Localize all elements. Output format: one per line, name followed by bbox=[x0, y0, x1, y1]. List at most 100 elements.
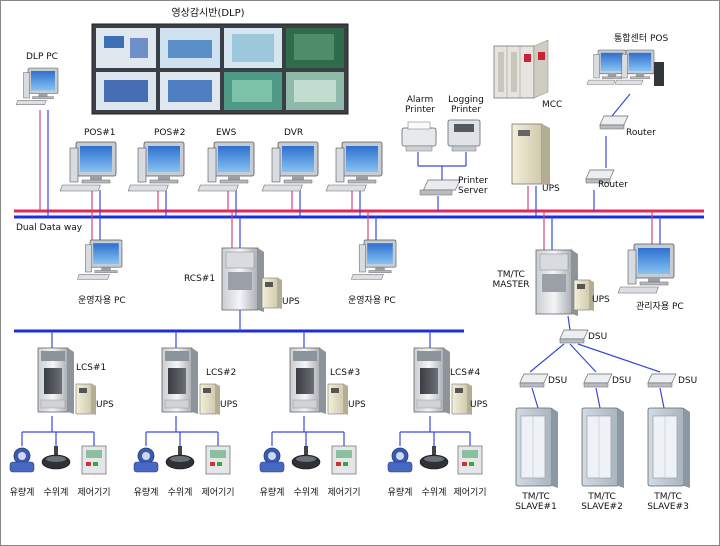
printer-server bbox=[419, 179, 461, 196]
controller-icon bbox=[457, 445, 483, 475]
dsu-master-label: DSU bbox=[588, 332, 608, 342]
flowmeter-label: 유량계 bbox=[133, 488, 159, 498]
lcs1-cabinet bbox=[37, 347, 75, 415]
dsu-master bbox=[559, 329, 589, 344]
lcs3-cabinet bbox=[289, 347, 327, 415]
flowmeter-icon bbox=[133, 447, 159, 473]
operator-pc-2 bbox=[350, 239, 397, 280]
router-1 bbox=[599, 115, 629, 130]
levelmeter-label: 수위계 bbox=[293, 488, 319, 498]
lcs4-ups-label: UPS bbox=[470, 400, 488, 410]
admin-pc bbox=[617, 243, 675, 294]
operator-pc-1-label: 운영자용 PC bbox=[78, 296, 126, 306]
logging-printer-label: Logging Printer bbox=[448, 95, 484, 115]
levelmeter-label: 수위계 bbox=[43, 488, 69, 498]
router-2-label: Router bbox=[598, 180, 628, 190]
slave-2-label: TM/TC SLAVE#2 bbox=[581, 492, 623, 512]
lcs3-ups bbox=[327, 383, 349, 416]
pos1-pc bbox=[59, 141, 117, 192]
controller-label: 제어기기 bbox=[453, 488, 487, 498]
pos2-label: POS#2 bbox=[154, 128, 186, 138]
mcc-panel bbox=[493, 39, 549, 99]
lcs3-label: LCS#3 bbox=[330, 368, 361, 378]
dvr-label: DVR bbox=[284, 128, 304, 138]
rcs1-ups bbox=[261, 277, 283, 310]
alarm-printer-label: Alarm Printer bbox=[405, 95, 435, 115]
tmtc-master-cabinet bbox=[535, 249, 578, 316]
integrated-pos-label: 통합센터 POS bbox=[614, 34, 669, 44]
pos1-label: POS#1 bbox=[84, 128, 116, 138]
rcs1-ups-label: UPS bbox=[282, 297, 300, 307]
controller-icon bbox=[331, 445, 357, 475]
lcs2-ups-label: UPS bbox=[220, 400, 238, 410]
slave-1-label: TM/TC SLAVE#1 bbox=[515, 492, 557, 512]
level-meter-icon bbox=[291, 446, 321, 470]
lcs4-cabinet bbox=[413, 347, 451, 415]
dsu-1-label: DSU bbox=[548, 376, 568, 386]
dual-dataway-label: Dual Data way bbox=[16, 223, 83, 233]
operator-pc-1 bbox=[76, 239, 123, 280]
field-devices bbox=[9, 445, 483, 475]
alarm-printer bbox=[401, 121, 437, 152]
logging-printer bbox=[447, 119, 481, 152]
rcs1-cabinet bbox=[221, 247, 264, 312]
operator-pc-2-label: 운영자용 PC bbox=[348, 296, 396, 306]
dsu-2 bbox=[583, 373, 613, 388]
tmtc-master-label: TM/TC MASTER bbox=[492, 270, 530, 290]
dlp-pc-label: DLP PC bbox=[26, 52, 58, 62]
level-meter-icon bbox=[41, 446, 71, 470]
flowmeter-icon bbox=[387, 447, 413, 473]
dsu-1 bbox=[519, 373, 549, 388]
tmtc-master-ups bbox=[573, 279, 595, 312]
printer-server-label: Printer Server bbox=[458, 176, 488, 196]
dlp-title: 영상감시반(DLP) bbox=[171, 8, 245, 19]
ups-tower-label: UPS bbox=[542, 184, 560, 194]
admin-pc-label: 관리자용 PC bbox=[636, 302, 684, 312]
ews-label: EWS bbox=[216, 128, 237, 138]
tmtc-slave-1 bbox=[515, 407, 559, 489]
lower-wires bbox=[51, 211, 665, 409]
ews-pc bbox=[197, 141, 255, 192]
levelmeter-label: 수위계 bbox=[421, 488, 447, 498]
controller-icon bbox=[81, 445, 107, 475]
flowmeter-icon bbox=[9, 447, 35, 473]
lcs1-label: LCS#1 bbox=[76, 363, 107, 373]
tmtc-master-ups-label: UPS bbox=[592, 295, 610, 305]
tmtc-slave-3 bbox=[647, 407, 691, 489]
controller-icon bbox=[205, 445, 231, 475]
flowmeter-label: 유량계 bbox=[9, 488, 35, 498]
mcc-label: MCC bbox=[542, 100, 563, 110]
lcs2-cabinet bbox=[161, 347, 199, 415]
flowmeter-label: 유량계 bbox=[387, 488, 413, 498]
level-meter-icon bbox=[165, 446, 195, 470]
rcs1-label: RCS#1 bbox=[184, 274, 216, 284]
lcs2-ups bbox=[199, 383, 221, 416]
level-meter-icon bbox=[419, 446, 449, 470]
lcs1-ups-label: UPS bbox=[96, 400, 114, 410]
dlp-video-wall bbox=[91, 23, 349, 115]
extra-pc bbox=[325, 141, 383, 192]
controller-label: 제어기기 bbox=[77, 488, 111, 498]
lcs4-label: LCS#4 bbox=[450, 368, 481, 378]
controller-label: 제어기기 bbox=[327, 488, 361, 498]
lcs2-label: LCS#2 bbox=[206, 368, 237, 378]
top-wires bbox=[39, 93, 631, 217]
lcs1-ups bbox=[75, 383, 97, 416]
flowmeter-label: 유량계 bbox=[259, 488, 285, 498]
integrated-center-pos bbox=[586, 49, 664, 86]
controller-label: 제어기기 bbox=[201, 488, 235, 498]
field-wires bbox=[21, 416, 471, 446]
dsu-3-label: DSU bbox=[678, 376, 698, 386]
router-1-label: Router bbox=[626, 128, 656, 138]
levelmeter-label: 수위계 bbox=[167, 488, 193, 498]
slave-3-label: TM/TC SLAVE#3 bbox=[647, 492, 689, 512]
lcs3-ups-label: UPS bbox=[348, 400, 366, 410]
lcs4-ups bbox=[451, 383, 473, 416]
tmtc-slave-2 bbox=[581, 407, 625, 489]
dvr-pc bbox=[261, 141, 319, 192]
ups-tower bbox=[511, 123, 550, 186]
dlp-pc bbox=[15, 67, 59, 106]
flowmeter-icon bbox=[259, 447, 285, 473]
